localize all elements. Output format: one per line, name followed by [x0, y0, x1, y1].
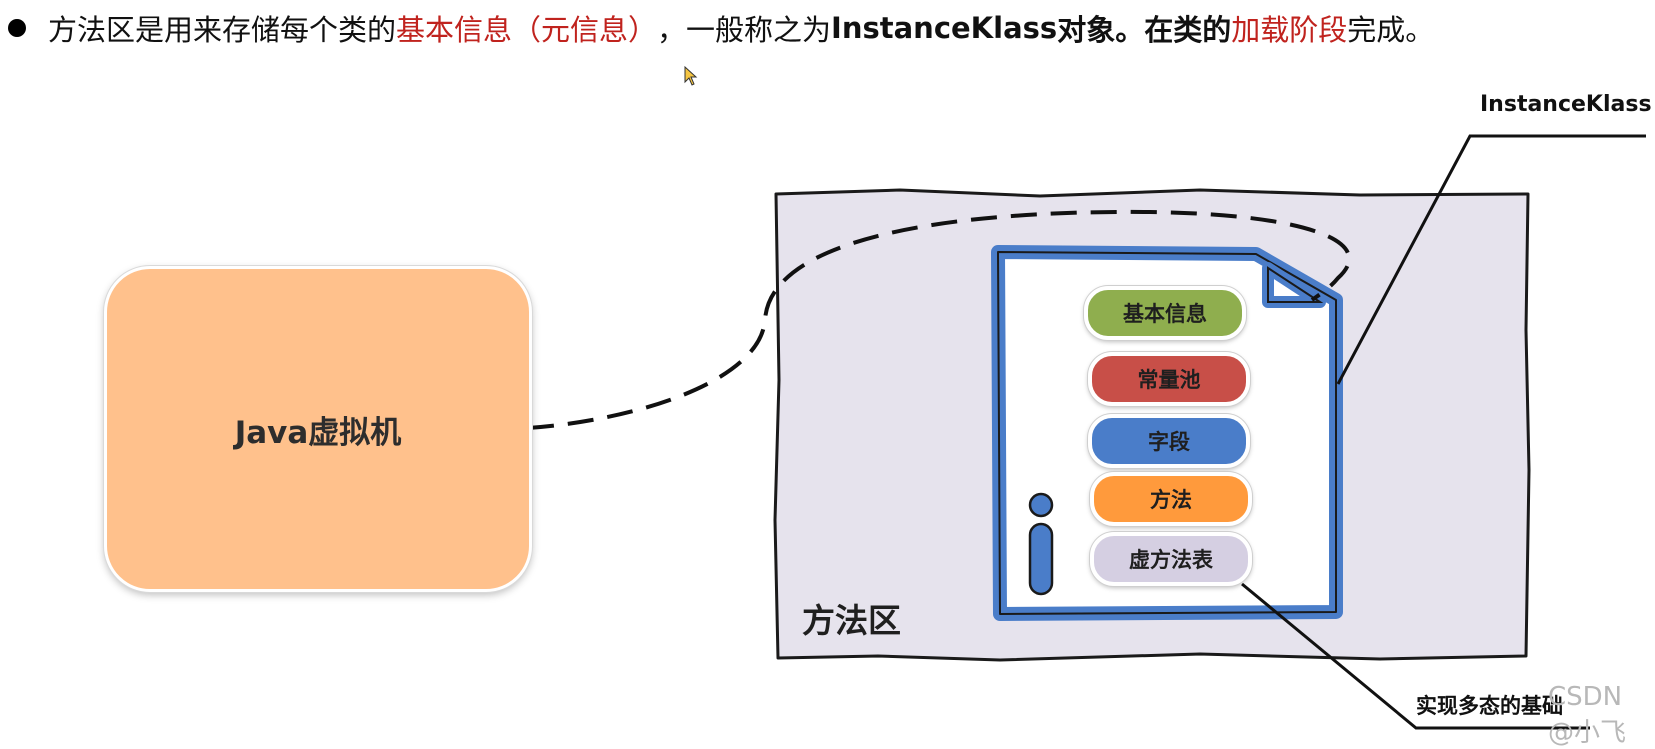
header-text-1: 方法区是用来存储每个类的 [48, 13, 397, 47]
header-highlight-basic-info: 基本信息（元信息） [396, 13, 658, 47]
info-i-icon [1028, 492, 1054, 596]
instanceklass-leader-line [1336, 134, 1646, 385]
pill-virtual-method-table: 虚方法表 [1090, 532, 1252, 586]
pill-method: 方法 [1090, 472, 1252, 526]
jvm-box: Java虚拟机 [104, 266, 532, 592]
mouse-cursor-icon [684, 66, 698, 86]
header-text-3: 对象。在类的 [1057, 13, 1232, 47]
polymorphism-label: 实现多态的基础 [1416, 694, 1563, 718]
header-term-instanceklass: InstanceKlass [831, 11, 1058, 45]
header-text-2: ，一般称之为 [657, 13, 832, 47]
dashed-connector [527, 209, 1352, 430]
jvm-label: Java虚拟机 [234, 414, 402, 451]
pill-constant-pool: 常量池 [1088, 352, 1250, 406]
instanceklass-label: InstanceKlass [1480, 92, 1652, 117]
header-line: 方法区是用来存储每个类的 基本信息（元信息） ，一般称之为 InstanceKl… [0, 6, 1434, 50]
pill-basic-info: 基本信息 [1084, 286, 1246, 340]
bullet-dot-icon [8, 19, 26, 37]
header-text-4: 完成。 [1347, 13, 1435, 47]
method-area-label: 方法区 [802, 601, 901, 640]
pill-field: 字段 [1088, 414, 1250, 468]
watermark: CSDN @小飞 [1548, 682, 1627, 748]
polymorphism-leader-line [1241, 582, 1590, 730]
header-highlight-loading-phase: 加载阶段 [1231, 13, 1348, 47]
